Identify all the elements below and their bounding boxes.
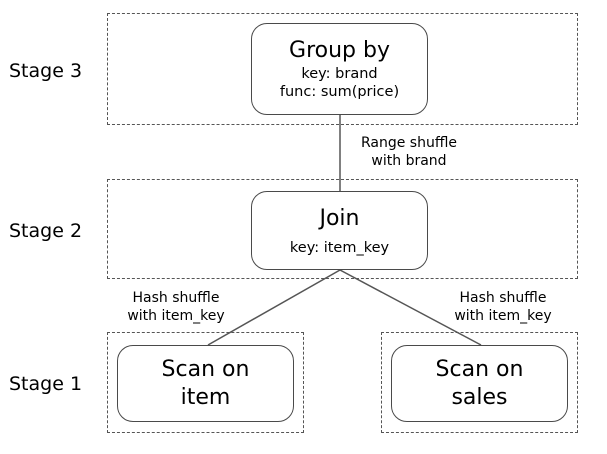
hash-shuffle-right-line-1: Hash shuffle [459,290,547,306]
range-shuffle-line-1: Range shuffle [360,135,457,151]
stage-2-box [107,179,578,279]
group-by-title: Group by [289,38,390,63]
range-shuffle-label: Range shuffle with brand [348,134,470,170]
range-shuffle-line-2: with brand [371,153,447,169]
stage-1-label: Stage 1 [9,373,83,395]
scan-item-line-1: Scan on [161,356,250,382]
join-title: Join [319,205,360,231]
scan-sales-node: Scan on sales [391,345,568,422]
stage-1-right-box [381,332,578,433]
edge-scan-item-to-join [207,269,341,346]
scan-item-node: Scan on item [117,345,294,422]
stage-3-label: Stage 3 [9,60,83,82]
group-by-node: Group by key: brand func: sum(price) [251,23,428,115]
stage-3-box [107,13,578,125]
join-key: key: item_key [289,239,390,256]
join-node: Join key: item_key [251,191,428,270]
scan-sales-line-2: sales [451,384,508,410]
scan-sales-line-1: Scan on [435,356,524,382]
scan-item-line-2: item [180,384,231,410]
hash-shuffle-left-label: Hash shuffle with item_key [113,289,239,325]
hash-shuffle-right-line-2: with item_key [454,308,552,324]
group-by-key: key: brand [301,66,378,82]
hash-shuffle-left-line-2: with item_key [127,308,225,324]
stage-1-left-box [107,332,304,433]
hash-shuffle-left-line-1: Hash shuffle [132,290,220,306]
hash-shuffle-right-label: Hash shuffle with item_key [440,289,566,325]
group-by-func: func: sum(price) [279,84,400,100]
stage-2-label: Stage 2 [9,220,83,242]
edge-scan-sales-to-join [339,269,482,346]
